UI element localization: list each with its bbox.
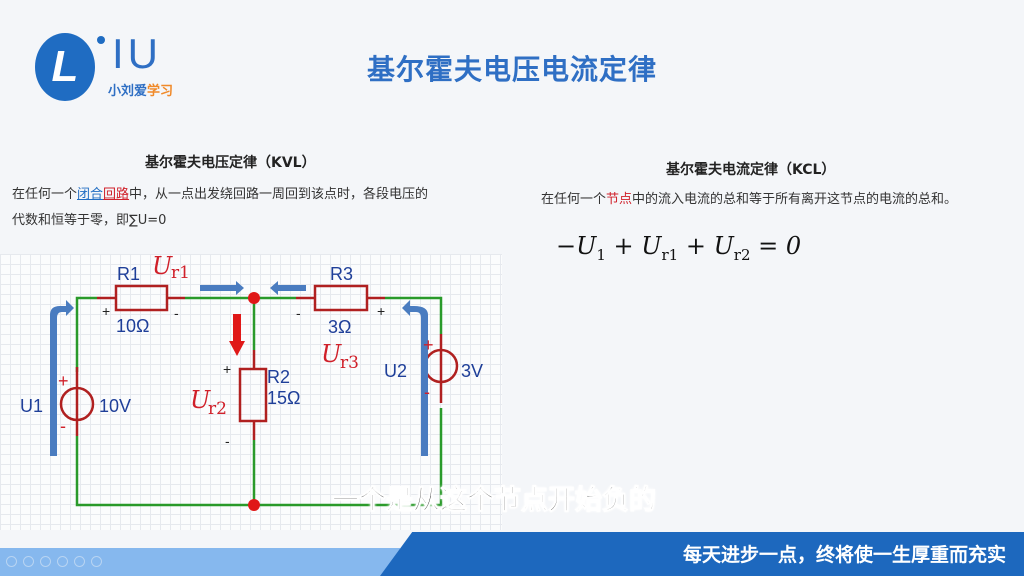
- plus-sign: +: [223, 361, 231, 377]
- kvl-heading: 基尔霍夫电压定律（KVL）: [145, 155, 316, 171]
- resistor-r2: [238, 367, 268, 423]
- kvl-text-pre: 在任何一个: [12, 187, 78, 202]
- resistor-r3: [313, 284, 369, 312]
- page-title: 基尔霍夫电压电流定律: [366, 53, 657, 86]
- voltage-source-u1: [59, 386, 95, 422]
- prev-icon[interactable]: [6, 556, 17, 567]
- blue-arrows: [50, 281, 428, 456]
- kcl-text-post: 中的流入电流的总和等于所有离开这节点的电流的总和。: [632, 192, 958, 207]
- next-icon[interactable]: [23, 556, 34, 567]
- logo-text: IU: [112, 30, 162, 77]
- plus-sign: +: [377, 303, 385, 319]
- u2-plus: +: [423, 335, 434, 355]
- minus-sign: -: [225, 433, 230, 449]
- footer-band: [380, 532, 1024, 576]
- more-icon[interactable]: [91, 556, 102, 567]
- logo-dot: [97, 36, 105, 44]
- plus-sign: +: [102, 303, 110, 319]
- video-subtitle: 一个是从这个节点开始负的: [332, 485, 657, 517]
- eq-sub: r2: [733, 245, 751, 264]
- ur3-sub: r3: [340, 353, 359, 373]
- node-top: [248, 292, 260, 304]
- kvl-link-loop[interactable]: 回路: [103, 187, 130, 202]
- ur3-label: U: [321, 340, 342, 368]
- ur1-sub: r1: [171, 263, 190, 283]
- u1-label: U1: [20, 396, 43, 416]
- pen-icon[interactable]: [40, 556, 51, 567]
- eq-term: + U: [678, 232, 734, 260]
- kvl-text-line2: 代数和恒等于零，即∑U=0: [12, 213, 167, 228]
- r2-label: R2: [267, 367, 290, 387]
- ur2-sub: r2: [208, 399, 227, 419]
- logo-subtitle: 小刘爱学习: [108, 80, 173, 99]
- kvl-text: 在任何一个闭合回路中，从一点出发绕回路一周回到该点时，各段电压的代数和恒等于零，…: [12, 182, 502, 234]
- ur1-label: U: [152, 252, 173, 280]
- minus-sign: -: [174, 305, 179, 321]
- ur3-current-arrow-icon: [270, 281, 306, 295]
- footer-slogan: 每天进步一点，终将使一生厚重而充实: [682, 544, 1006, 566]
- u1-arrow-icon: [50, 300, 74, 456]
- r3-label: R3: [330, 264, 353, 284]
- u1-minus: -: [60, 416, 66, 436]
- ur2-current-arrow-icon: [229, 314, 245, 356]
- u2-value: 3V: [461, 361, 483, 381]
- components: [59, 284, 459, 440]
- u1-value: 10V: [99, 396, 131, 416]
- logo-mark: L: [35, 33, 95, 101]
- u1-plus: +: [58, 371, 69, 391]
- minus-sign: -: [296, 305, 301, 321]
- kcl-highlight-node: 节点: [606, 192, 633, 207]
- r1-label: R1: [117, 264, 140, 284]
- ur1-current-arrow-icon: [200, 281, 244, 295]
- kcl-heading: 基尔霍夫电流定律（KCL）: [666, 162, 836, 178]
- eq-sub: r1: [661, 245, 679, 264]
- kvl-link-closed[interactable]: 闭合: [77, 187, 104, 202]
- eq-term: −U: [556, 232, 597, 260]
- node-bottom: [248, 499, 260, 511]
- r3-value: 3Ω: [328, 317, 351, 337]
- resistor-r1: [114, 284, 169, 312]
- u2-arrow-icon: [402, 300, 428, 456]
- r1-value: 10Ω: [116, 316, 149, 336]
- ur2-label: U: [190, 386, 211, 414]
- logo-sub-blue: 小刘爱: [108, 84, 148, 99]
- u2-label: U2: [384, 361, 407, 381]
- kcl-text: 在任何一个节点中的流入电流的总和等于所有离开这节点的电流的总和。: [541, 187, 957, 213]
- u2-minus: -: [424, 382, 430, 402]
- kvl-equation: −U1 + Ur1 + Ur2 = 0: [556, 232, 801, 264]
- kvl-text-post: 中，从一点出发绕回路一周回到该点时，各段电压的: [129, 187, 429, 202]
- kcl-text-pre: 在任何一个: [541, 192, 607, 207]
- slide-controls: [6, 556, 102, 567]
- r2-value: 15Ω: [267, 388, 300, 408]
- eq-term: + U: [605, 232, 662, 260]
- eq-term: = 0: [750, 232, 802, 260]
- logo-sub-orange: 学习: [147, 84, 174, 99]
- eq-sub: 1: [596, 245, 606, 264]
- zoom-icon[interactable]: [74, 556, 85, 567]
- slides-icon[interactable]: [57, 556, 68, 567]
